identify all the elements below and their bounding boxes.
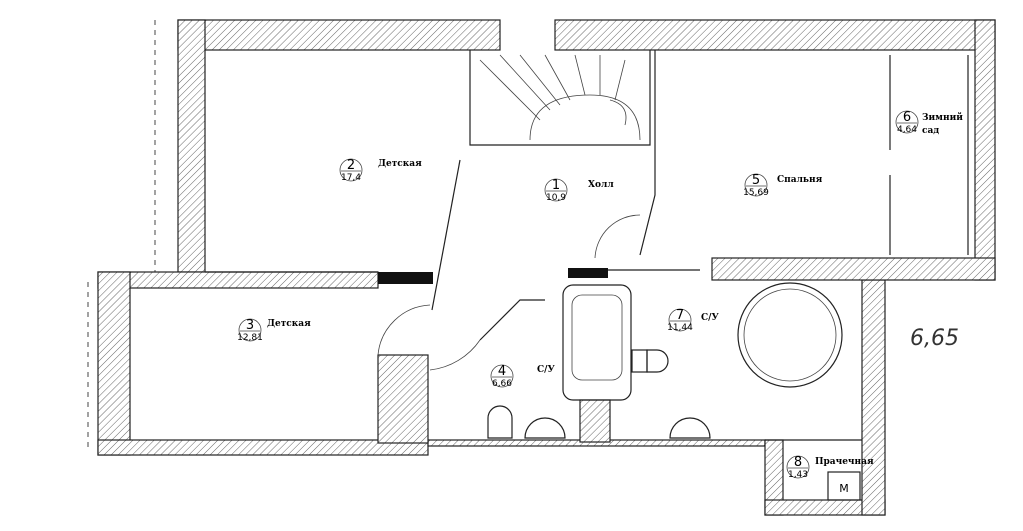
svg-text:6: 6 [903, 110, 911, 125]
svg-text:6,66: 6,66 [492, 379, 512, 389]
svg-text:15,69: 15,69 [743, 188, 769, 198]
svg-text:11,44: 11,44 [667, 323, 693, 333]
svg-text:2: 2 [347, 158, 355, 173]
svg-text:1: 1 [552, 178, 560, 193]
walls [97, 19, 996, 516]
svg-text:7: 7 [676, 308, 684, 323]
appliance-label: M [839, 482, 849, 495]
room-label-7: 7 11,44 С/У [667, 308, 719, 333]
svg-text:С/У: С/У [537, 365, 555, 375]
staircase [469, 50, 651, 146]
room-label-3: 3 12,81 Детская [237, 318, 311, 343]
svg-text:Спальня: Спальня [777, 175, 823, 185]
sink [524, 417, 566, 439]
washing-machine [827, 471, 861, 501]
svg-text:10,9: 10,9 [546, 193, 566, 203]
room-label-5: 5 15,69 Спальня [743, 173, 823, 198]
sink [669, 417, 711, 439]
svg-text:1,43: 1,43 [788, 470, 808, 480]
svg-text:8: 8 [794, 455, 802, 470]
room-label-1: 1 10,9 Холл [544, 178, 614, 203]
svg-text:4: 4 [498, 364, 506, 379]
toilet [487, 405, 513, 439]
svg-text:17,4: 17,4 [341, 173, 361, 183]
round-bathtub [737, 282, 843, 388]
fixtures: M [487, 282, 861, 501]
svg-text:Прачечная: Прачечная [815, 457, 874, 467]
svg-text:С/У: С/У [701, 313, 719, 323]
room-label-4: 4 6,66 С/У [490, 364, 555, 389]
doors [377, 214, 641, 371]
svg-text:сад: сад [922, 126, 939, 136]
svg-text:3: 3 [246, 318, 254, 333]
svg-text:5: 5 [752, 173, 760, 188]
svg-text:Детская: Детская [378, 159, 422, 169]
toilet [646, 349, 669, 373]
bathtub [562, 284, 632, 401]
handwritten-note: 6,65 [910, 326, 959, 351]
partitions [205, 50, 969, 441]
svg-text:Зимний: Зимний [922, 112, 963, 123]
room-label-2: 2 17,4 Детская [339, 158, 422, 183]
room-label-8: 8 1,43 Прачечная [786, 455, 874, 480]
svg-text:4,64: 4,64 [897, 125, 917, 135]
svg-text:Детская: Детская [267, 319, 311, 329]
svg-text:12,81: 12,81 [237, 333, 263, 343]
svg-text:Холл: Холл [588, 180, 614, 190]
room-label-6: 6 4,64 Зимний сад [895, 110, 963, 136]
